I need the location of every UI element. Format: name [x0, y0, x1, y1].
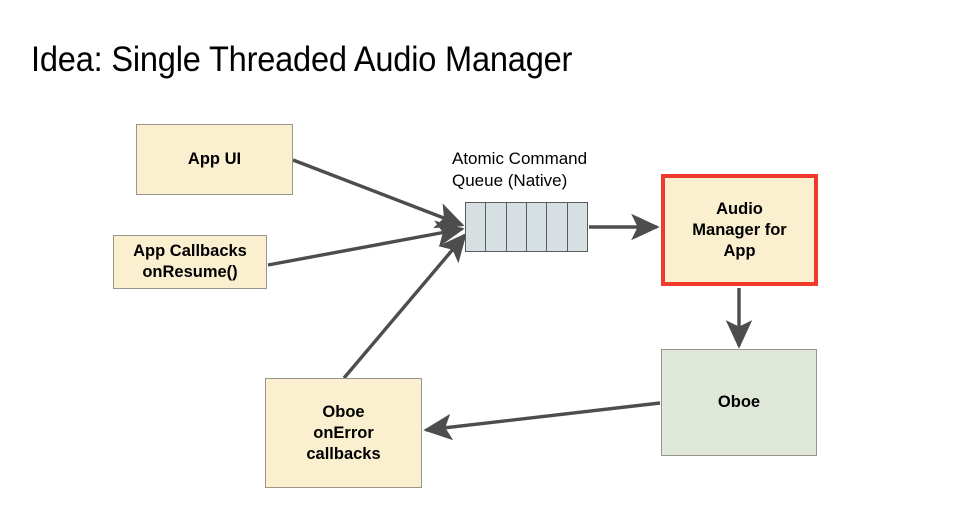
node-audio-manager-label-line-1: Audio	[716, 199, 763, 218]
node-audio-manager-for-app[interactable]: Audio Manager for App	[661, 174, 818, 286]
edge-app-ui-to-queue	[292, 158, 465, 229]
node-audio-manager-label-line-3: App	[723, 241, 756, 260]
queue-cell	[568, 203, 587, 251]
node-oboe-onerror-label-line-2: onError	[313, 423, 374, 442]
node-app-callbacks-label-line-1: App Callbacks	[133, 242, 247, 260]
node-oboe-label: Oboe	[717, 393, 761, 411]
edge-oboe-onerror-to-queue	[342, 232, 467, 380]
queue-cell	[527, 203, 548, 251]
node-audio-manager-label-line-2: Manager for	[692, 220, 787, 239]
atomic-command-queue-label-line-2: Queue (Native)	[452, 171, 568, 190]
node-oboe[interactable]: Oboe	[661, 349, 817, 456]
queue-cell	[466, 203, 487, 251]
node-oboe-onerror-label-line-1: Oboe	[322, 402, 365, 421]
node-oboe-onerror-callbacks[interactable]: Oboe onError callbacks	[265, 378, 422, 488]
node-app-ui[interactable]: App UI	[136, 124, 293, 195]
edge-app-callbacks-to-queue	[267, 220, 465, 267]
node-app-callbacks[interactable]: App Callbacks onResume()	[113, 235, 267, 289]
queue-cell	[507, 203, 527, 251]
atomic-command-queue-label: Atomic Command Queue (Native)	[452, 148, 587, 192]
node-oboe-onerror-label-line-3: callbacks	[306, 444, 381, 463]
atomic-command-queue[interactable]	[465, 202, 588, 252]
edge-oboe-to-oboe-onerror	[423, 401, 661, 441]
page-title: Idea: Single Threaded Audio Manager	[31, 40, 573, 79]
atomic-command-queue-label-line-1: Atomic Command	[452, 149, 588, 168]
queue-cell	[486, 203, 507, 251]
node-app-callbacks-label-line-2: onResume()	[142, 263, 238, 281]
queue-cell	[547, 203, 568, 251]
node-app-ui-label: App UI	[187, 150, 242, 168]
